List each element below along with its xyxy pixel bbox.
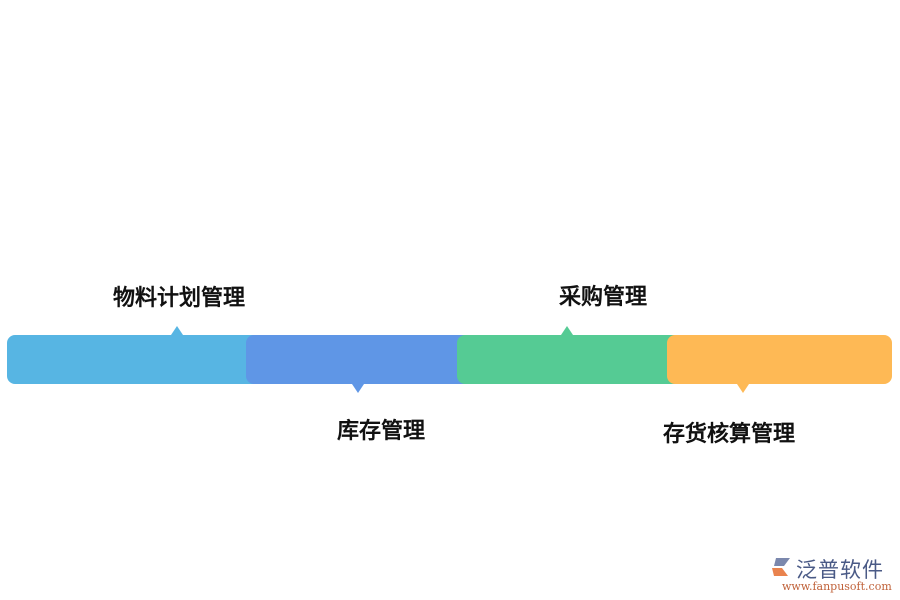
step-3-segment	[457, 335, 687, 384]
step-3-pointer	[561, 326, 573, 335]
step-1-pointer	[171, 326, 183, 335]
step-2-pointer	[352, 384, 364, 393]
step-4-pointer	[737, 384, 749, 393]
step-2-segment	[246, 335, 476, 384]
step-3-label: 采购管理	[559, 285, 648, 310]
step-4-label: 存货核算管理	[663, 422, 796, 447]
step-4-segment	[667, 335, 892, 384]
brand-logo-icon	[772, 558, 790, 576]
brand-url: www.fanpusoft.com	[782, 580, 892, 593]
step-1-segment	[7, 335, 267, 384]
step-2-label: 库存管理	[337, 419, 426, 444]
brand-name: 泛普软件	[796, 558, 884, 582]
step-1-label: 物料计划管理	[113, 286, 246, 311]
watermark-logo: 泛普软件 www.fanpusoft.com	[770, 554, 895, 594]
